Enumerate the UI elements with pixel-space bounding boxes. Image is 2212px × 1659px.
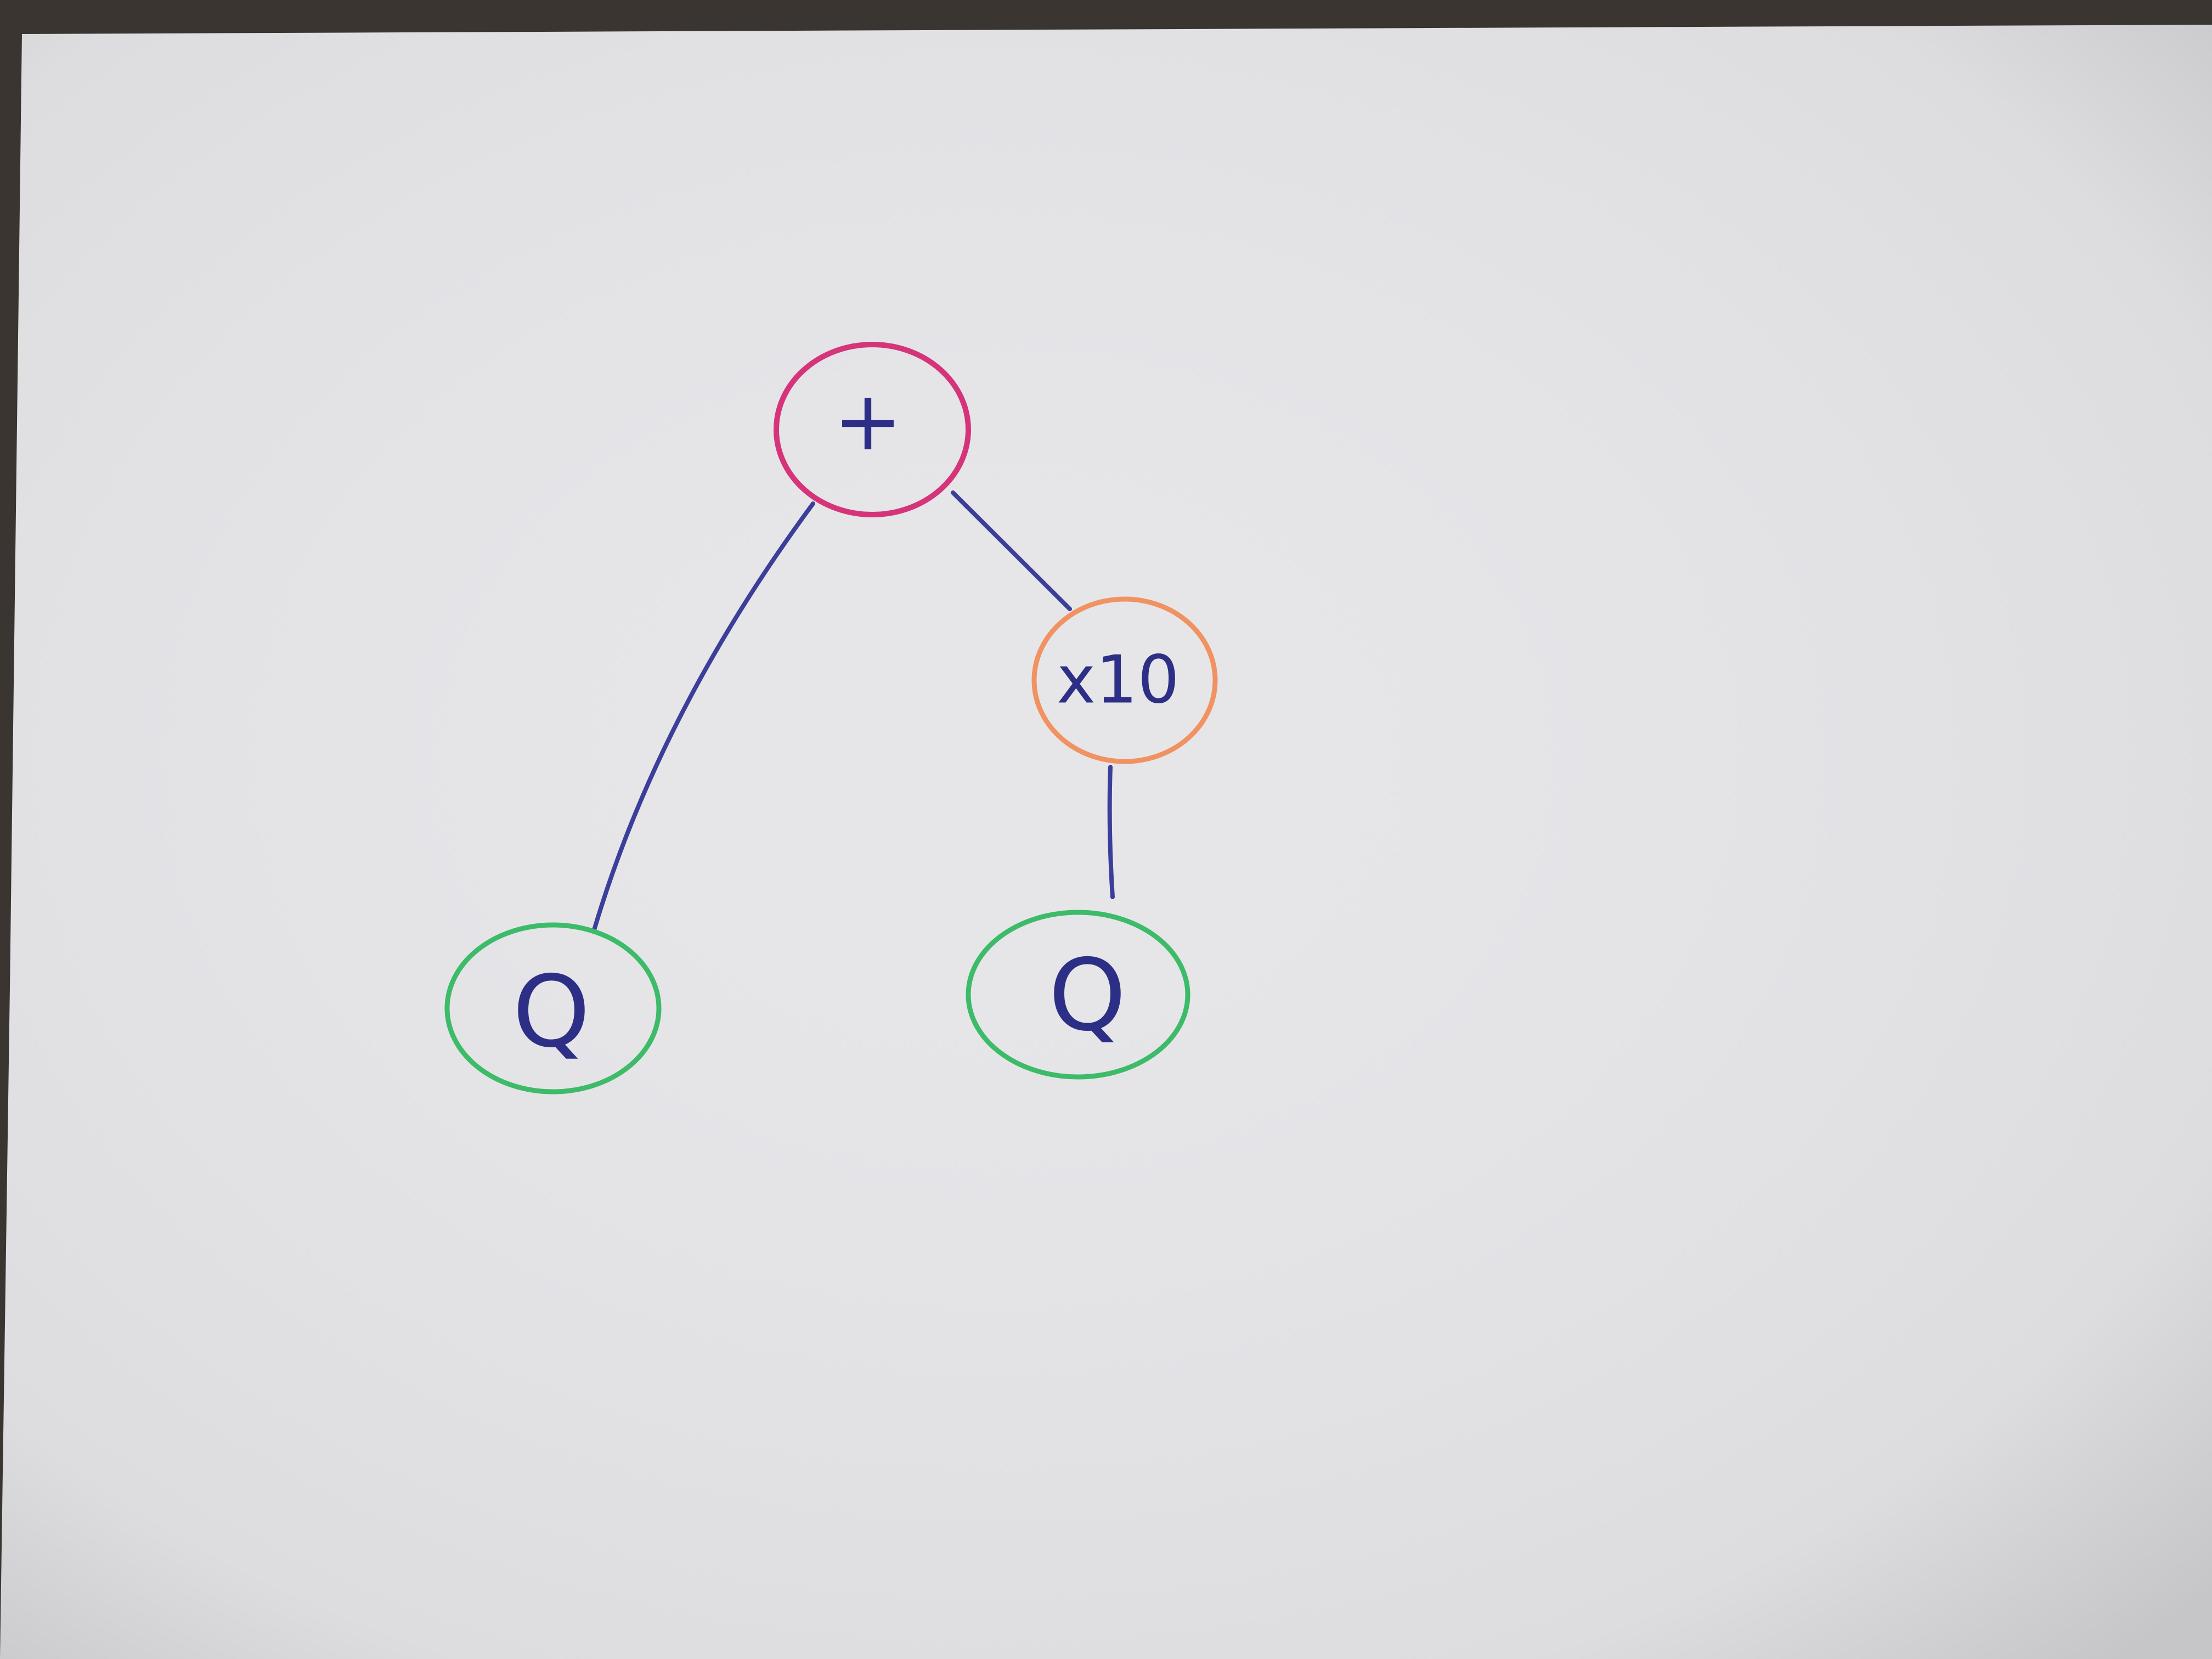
node-x10: x10 <box>1031 596 1218 764</box>
edge-root-to-left-q <box>592 501 815 932</box>
x10-node-circle <box>1031 596 1218 764</box>
plus-node-label: + <box>833 374 902 469</box>
q-left-node-label: Q <box>512 955 590 1070</box>
edge-group <box>592 490 1115 932</box>
edge-x10-to-right-q <box>1107 765 1115 899</box>
edge-root-to-x10 <box>951 490 1072 611</box>
q-right-node-label: Q <box>1048 939 1126 1053</box>
x10-node-label: x10 <box>1057 642 1180 719</box>
node-q-left: Q <box>444 922 662 1094</box>
q-left-node-ellipse <box>444 922 662 1094</box>
node-plus: + <box>774 342 971 517</box>
paper-shading <box>0 25 2212 1659</box>
q-right-node-ellipse <box>966 910 1190 1080</box>
node-q-right: Q <box>966 910 1190 1080</box>
plus-node-circle <box>774 342 971 517</box>
